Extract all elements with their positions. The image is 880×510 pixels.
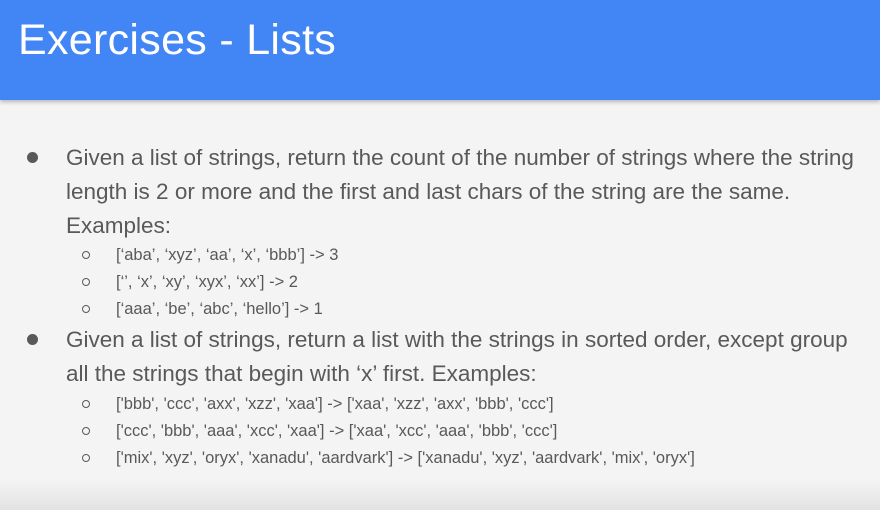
exercise-2-example-1: ['bbb', 'ccc', 'axx', 'xzz', 'xaa'] -> [… — [116, 395, 554, 413]
exercise-2-text: Given a list of strings, return a list w… — [66, 327, 848, 386]
exercise-1-text: Given a list of strings, return the coun… — [66, 145, 854, 238]
sub-bullet-icon — [82, 454, 90, 462]
title-bar: Exercises - Lists — [0, 0, 880, 100]
bullet-icon — [27, 334, 38, 345]
exercise-2-example-3: ['mix', 'xyz', 'oryx', 'xanadu', 'aardva… — [116, 449, 695, 467]
exercise-1-example-2: [‘’, ‘x’, ‘xy’, ‘xyx’, ‘xx’] -> 2 — [116, 273, 298, 291]
bullet-icon — [27, 152, 38, 163]
sub-bullet-icon — [82, 305, 90, 313]
sub-bullet-icon — [82, 251, 90, 259]
sub-bullet-icon — [82, 278, 90, 286]
bottom-shadow — [0, 480, 880, 510]
slide-title: Exercises - Lists — [18, 16, 337, 64]
exercise-1-example-3: [‘aaa’, ‘be’, ‘abc’, ‘hello’] -> 1 — [116, 300, 323, 318]
sub-bullet-icon — [82, 400, 90, 408]
sub-bullet-icon — [82, 427, 90, 435]
exercise-2-example-2: ['ccc', 'bbb', 'aaa', 'xcc', 'xaa'] -> [… — [116, 422, 558, 440]
exercise-1-example-1: [‘aba’, ‘xyz’, ‘aa’, ‘x’, ‘bbb’] -> 3 — [116, 246, 339, 264]
